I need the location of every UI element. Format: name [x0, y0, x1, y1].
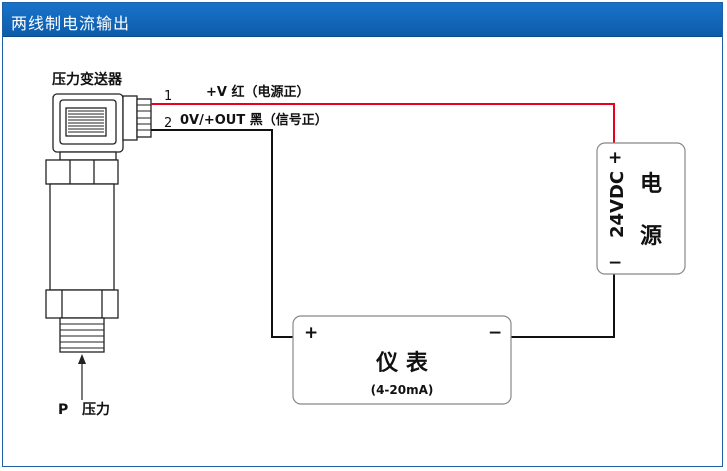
meter-minus-sign: −	[488, 323, 502, 343]
title-bar: 两线制电流输出	[3, 3, 722, 37]
power-name-bottom: 源	[640, 224, 662, 249]
pressure-p-label: P	[58, 402, 68, 418]
wire2-number: 2	[164, 116, 172, 131]
power-voltage-label: 24VDC	[607, 171, 628, 238]
wire2-label: 0V/+OUT 黑（信号正）	[180, 112, 328, 128]
meter-name: 仪 表	[375, 351, 429, 376]
transmitter-label: 压力变送器	[52, 71, 123, 88]
power-plus-sign: +	[608, 148, 622, 168]
black-wire	[151, 129, 293, 338]
wire1-number: 1	[164, 89, 172, 104]
power-minus-sign: −	[608, 253, 622, 273]
wire1-label: +V 红（电源正）	[206, 84, 309, 100]
power-name-top: 电	[640, 172, 662, 197]
meter-plus-sign: +	[304, 323, 318, 343]
power-supply-box	[596, 142, 686, 275]
meter-box	[292, 315, 512, 405]
pressure-transmitter	[45, 93, 152, 353]
red-wire	[151, 103, 615, 143]
pressure-label: 压力	[82, 401, 110, 418]
meter-range: (4-20mA)	[371, 383, 434, 397]
pressure-arrow	[78, 354, 86, 400]
window-title: 两线制电流输出	[11, 14, 131, 33]
return-wire	[511, 274, 615, 338]
